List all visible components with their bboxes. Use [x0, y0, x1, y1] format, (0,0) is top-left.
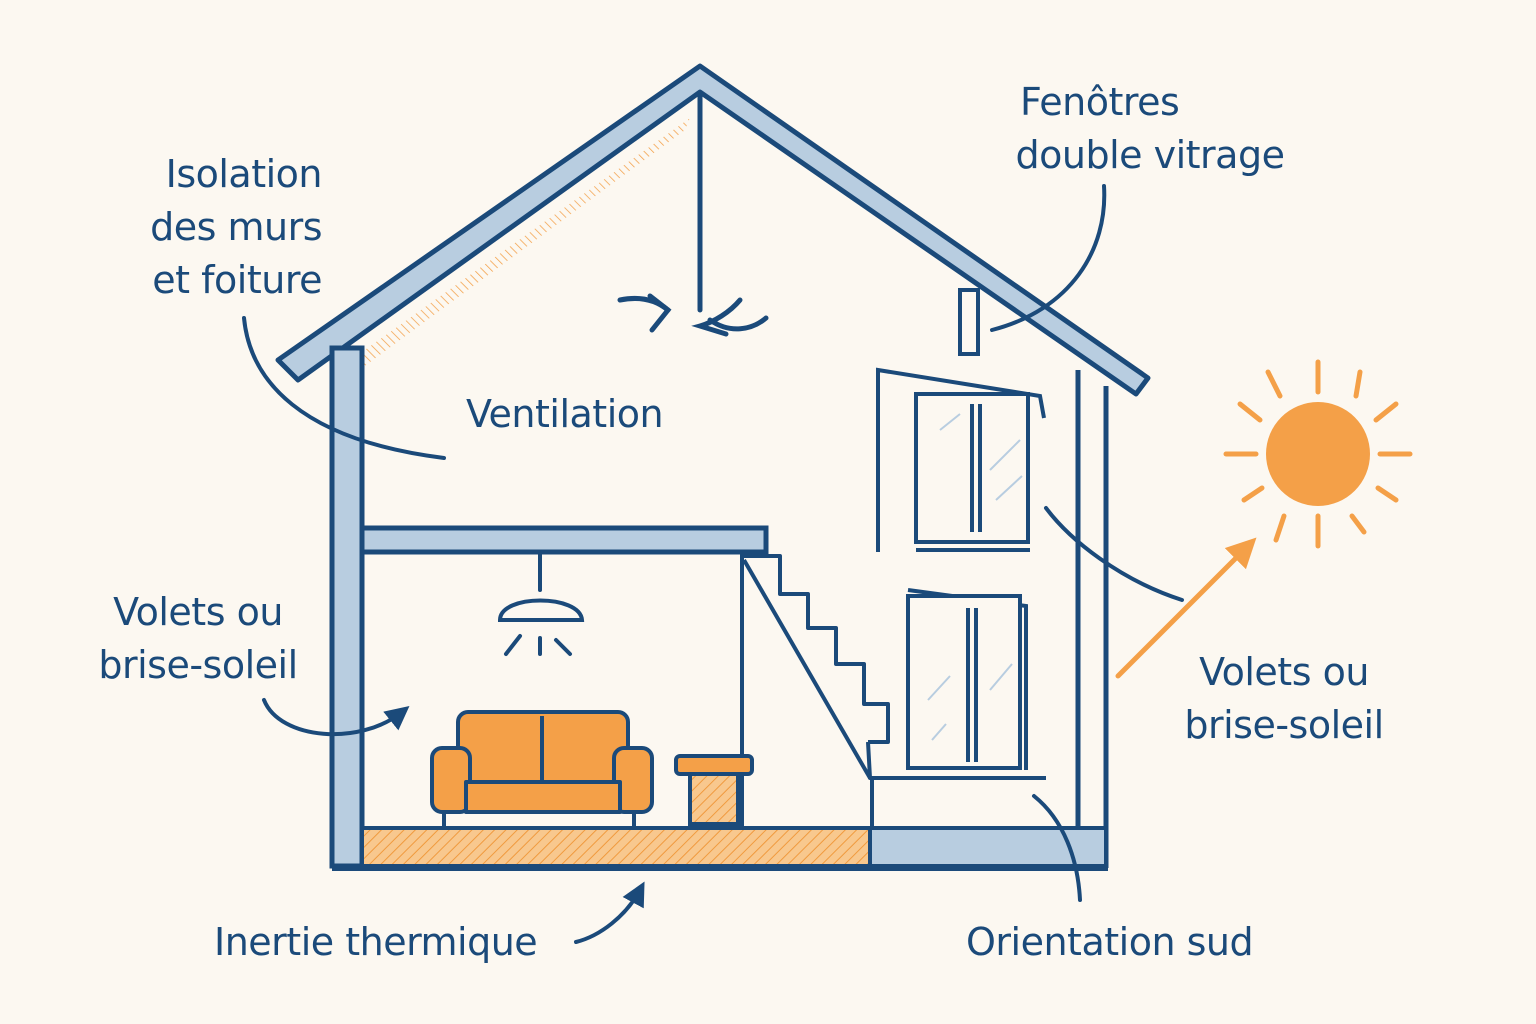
- leader-insulation: [242, 316, 446, 460]
- roof: [275, 63, 1151, 397]
- label-shutters-right-line1: Volets ou: [1199, 650, 1369, 694]
- floor-insulation: [360, 826, 872, 868]
- upper-floor: [359, 525, 769, 555]
- label-shutters-right-line2: brise-soleil: [1184, 703, 1384, 747]
- leader-orientation: [1032, 794, 1082, 902]
- sofa-icon: [430, 710, 654, 826]
- label-insulation-line3: et foiture: [152, 258, 322, 302]
- label-orientation: Orientation sud: [966, 916, 1254, 969]
- label-inertia-text: Inertie thermique: [214, 920, 538, 964]
- roof-insulation: [362, 118, 690, 368]
- leader-shutters-right: [1044, 506, 1184, 602]
- leader-windows: [990, 184, 1107, 332]
- leader-shutters-left: [262, 698, 410, 737]
- label-shutters-left-line1: Volets ou: [113, 590, 283, 634]
- leader-inertia: [574, 881, 645, 944]
- label-insulation-line2: des murs: [150, 205, 322, 249]
- label-windows-line1: Fenôtres: [1020, 80, 1180, 124]
- floor-slab-right: [868, 826, 1108, 868]
- label-orientation-text: Orientation sud: [966, 920, 1254, 964]
- label-windows-line2: double vitrage: [1015, 133, 1285, 177]
- staircase-icon: [742, 554, 1046, 830]
- label-inertia: Inertie thermique: [214, 916, 538, 969]
- ventilation-arrows-icon: [617, 93, 769, 337]
- lower-window: [906, 588, 1028, 770]
- ceiling-lamp-icon: [497, 552, 585, 656]
- left-wall: [329, 345, 365, 869]
- label-shutters-left-line2: brise-soleil: [98, 643, 298, 687]
- label-insulation-line1: Isolation: [165, 152, 323, 196]
- sun-ray-arrow: [1115, 537, 1257, 679]
- side-table-icon: [674, 754, 754, 826]
- label-shutters-left: Volets ou brise-soleil: [78, 586, 318, 692]
- label-ventilation-text: Ventilation: [466, 392, 664, 436]
- sun-icon: [1223, 359, 1413, 549]
- chimney: [958, 288, 980, 356]
- label-windows: Fenôtres double vitrage: [990, 76, 1310, 182]
- upper-window: [876, 367, 1046, 552]
- label-insulation: Isolation des murs et foiture: [108, 148, 322, 307]
- label-shutters-right: Volets ou brise-soleil: [1164, 646, 1404, 752]
- label-ventilation: Ventilation: [466, 388, 664, 441]
